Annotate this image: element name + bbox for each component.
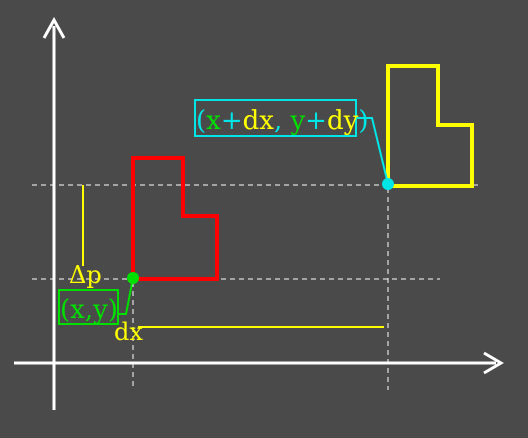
target-label: (x+dx, y+dy) bbox=[196, 106, 368, 136]
target-y: y bbox=[289, 106, 305, 136]
target-connector bbox=[356, 117, 389, 185]
target-label-box bbox=[194, 99, 357, 137]
target-dy: dy bbox=[327, 106, 359, 136]
axes bbox=[14, 16, 504, 410]
target-point bbox=[382, 178, 394, 190]
dy-label: Δp bbox=[69, 261, 102, 289]
target-dx: dx bbox=[243, 106, 275, 136]
origin-close-paren: ) bbox=[108, 295, 118, 325]
y-axis-arrowhead bbox=[42, 16, 66, 39]
origin-y: y bbox=[92, 295, 108, 325]
target-x: x bbox=[206, 106, 221, 136]
target-plus-2: + bbox=[305, 106, 327, 136]
target-close-paren: ) bbox=[358, 106, 368, 136]
origin-comma: , bbox=[85, 295, 93, 325]
origin-label-box bbox=[58, 289, 119, 325]
target-plus-1: + bbox=[221, 106, 243, 136]
origin-x: x bbox=[70, 295, 85, 325]
original-shape bbox=[131, 156, 219, 281]
origin-open-paren: ( bbox=[60, 295, 70, 325]
x-axis-arrowhead bbox=[483, 351, 504, 375]
target-comma: , bbox=[274, 106, 291, 136]
translated-shape bbox=[386, 64, 474, 188]
target-open-paren: ( bbox=[196, 106, 206, 136]
dx-label: dx bbox=[114, 318, 143, 346]
origin-point bbox=[127, 272, 139, 284]
origin-connector bbox=[118, 277, 134, 315]
origin-label: (x,y) bbox=[60, 295, 118, 325]
